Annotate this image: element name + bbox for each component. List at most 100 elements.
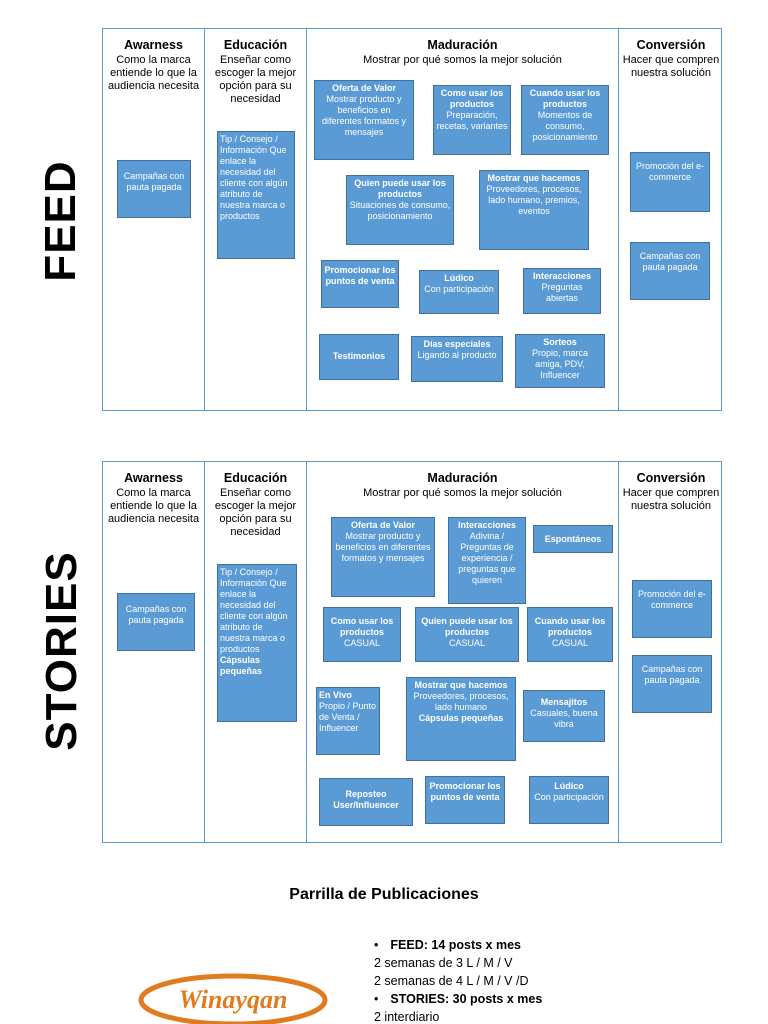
who-can-use-box: Quien puede usar los productos CASUAL [415,607,519,662]
column-desc: Enseñar como escoger la mejor opción par… [214,487,297,538]
box-desc: Con participación [534,792,604,802]
how-to-use-box: Como usar los productos CASUAL [323,607,401,662]
interactions-box: Interacciones Adivina / Preguntas de exp… [448,517,526,604]
box-title: Interacciones [532,271,592,281]
box-title: Cuando usar los productos [534,616,606,637]
campaign-box: Campañas con pauta pagada [632,655,712,713]
box-desc: Campañas con pauta pagada [641,664,703,685]
box-title: Espontáneos [544,534,602,544]
promote-pos-box: Promocionar los puntos de venta [425,776,505,824]
box-bold-note: Cápsulas pequeñas [418,713,504,723]
box-title: Mostrar que hacemos [487,173,581,183]
box-title: Mostrar que hacemos [414,680,508,690]
publication-schedule: •FEED: 14 posts x mes 2 semanas de 3 L /… [374,936,542,1024]
box-desc: Mostrar producto y beneficios en diferen… [321,94,407,137]
feed-schedule: •FEED: 14 posts x mes [374,936,542,954]
awareness-header: Awarness Como la marca entiende lo que l… [105,39,202,93]
maturation-header: Maduración Mostrar por qué somos la mejo… [309,472,616,500]
education-column: Educación Enseñar como escoger la mejor … [205,29,307,410]
show-what-we-do-box: Mostrar que hacemos Proveedores, proceso… [406,677,516,761]
column-desc: Hacer que compren nuestra solución [622,54,720,79]
giveaways-box: Sorteos Propio, marca amiga, PDV, Influe… [515,334,605,388]
column-title: Maduración [427,38,498,52]
stories-schedule-title: STORIES: 30 posts x mes [390,992,543,1006]
promote-pos-box: Promocionar los puntos de venta [321,260,399,308]
conversion-column: Conversión Hacer que compren nuestra sol… [619,29,723,410]
box-desc: CASUAL [448,638,485,648]
tip-box: Tip / Consejo / Información Que enlace l… [217,564,297,722]
show-what-we-do-box: Mostrar que hacemos Proveedores, proceso… [479,170,589,250]
box-desc: Campañas con pauta pagada [639,251,701,272]
interactions-box: Interacciones Preguntas abiertas [523,268,601,314]
maturation-column: Maduración Mostrar por qué somos la mejo… [307,29,619,410]
box-desc: Tip / Consejo / Información Que enlace l… [220,567,288,654]
feed-schedule-title: FEED: 14 posts x mes [390,938,521,952]
ludic-box: Lúdico Con participación [529,776,609,824]
column-title: Maduración [427,471,498,485]
testimonials-box: Testimonios [319,334,399,380]
awareness-header: Awarness Como la marca entiende lo que l… [105,472,202,526]
logo-text: Winayqan [179,985,288,1014]
footer-title: Parrilla de Publicaciones [289,886,479,903]
when-to-use-box: Cuando usar los productos Momentos de co… [521,85,609,155]
box-desc: Situaciones de consumo, posicionamiento [349,200,451,221]
box-title: Oferta de Valor [331,83,397,93]
box-title: Quien puede usar los productos [354,178,446,199]
live-box: En Vivo Propio / Punto de Venta / Influe… [316,687,380,755]
box-title: Testimonios [332,351,386,361]
box-title: Oferta de Valor [350,520,416,530]
conversion-column: Conversión Hacer que compren nuestra sol… [619,462,723,842]
column-title: Educación [223,38,288,52]
column-title: Conversión [636,38,706,52]
feed-label: FEED [36,160,85,282]
schedule-line: 2 interdiario [374,1010,440,1024]
campaign-box: Campañas con pauta pagada [117,160,191,218]
how-to-use-box: Como usar los productos Preparación, rec… [433,85,511,155]
box-desc: Propio, marca amiga, PDV, Influencer [531,348,589,380]
value-offer-box: Oferta de Valor Mostrar producto y benef… [331,517,435,597]
box-title: Lúdico [444,273,474,283]
box-desc: Ligando al producto [417,350,497,360]
column-title: Educación [223,471,288,485]
column-title: Conversión [636,471,706,485]
feed-panel: Awarness Como la marca entiende lo que l… [102,28,722,411]
little-messages-box: Mensajitos Casuales, buena vibra [523,690,605,742]
box-desc: Promoción del e-commerce [637,589,707,610]
box-title: Promocionar los puntos de venta [429,781,501,802]
box-title: Quien puede usar los productos [421,616,513,637]
education-header: Educación Enseñar como escoger la mejor … [207,472,304,539]
column-desc: Mostrar por qué somos la mejor solución [363,54,562,66]
column-desc: Mostrar por qué somos la mejor solución [363,487,562,499]
box-desc: Preparación, recetas, variantes [436,110,508,131]
stories-panel: Awarness Como la marca entiende lo que l… [102,461,722,843]
education-header: Educación Enseñar como escoger la mejor … [207,39,304,106]
column-title: Awarness [124,471,183,485]
box-desc: Proveedores, procesos, lado humano [413,691,509,712]
box-title: Mensajitos [540,697,588,707]
when-to-use-box: Cuando usar los productos CASUAL [527,607,613,662]
box-desc: Adivina / Preguntas de experiencia / pre… [458,531,516,585]
box-desc: Proveedores, procesos, lado humano, prem… [486,184,582,216]
bullet: • [374,992,379,1006]
box-desc: Campañas con pauta pagada [123,171,185,192]
box-title: En Vivo [319,690,352,700]
conversion-header: Conversión Hacer que compren nuestra sol… [621,472,721,513]
column-desc: Enseñar como escoger la mejor opción par… [214,54,297,105]
box-desc: Mostrar producto y beneficios en diferen… [335,531,431,563]
box-desc: CASUAL [343,638,380,648]
maturation-column: Maduración Mostrar por qué somos la mejo… [307,462,619,842]
tip-box: Tip / Consejo / Información Que enlace l… [217,131,295,259]
maturation-header: Maduración Mostrar por qué somos la mejo… [309,39,616,67]
column-desc: Como la marca entiende lo que la audienc… [107,487,200,525]
ludic-box: Lúdico Con participación [419,270,499,314]
box-desc: Momentos de consumo, posicionamiento [532,110,598,142]
box-desc: CASUAL [551,638,588,648]
box-title: Promocionar los puntos de venta [324,265,396,286]
column-desc: Como la marca entiende lo que la audienc… [107,54,200,92]
stories-label: STORIES [37,551,86,751]
box-bold-note: Cápsulas pequeñas [220,655,263,676]
box-desc: Promoción del e-commerce [635,161,705,182]
schedule-line: 2 semanas de 4 L / M / V /D [374,974,529,988]
brand-logo: Winayqan [135,972,331,1024]
value-offer-box: Oferta de Valor Mostrar producto y benef… [314,80,414,160]
